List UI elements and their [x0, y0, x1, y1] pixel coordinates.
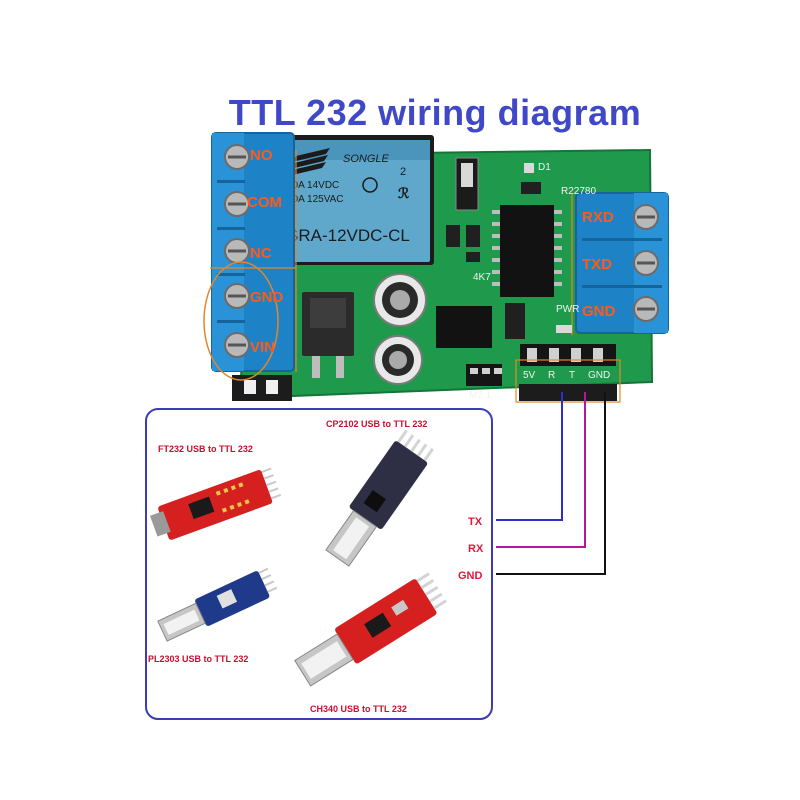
- relay-rating-2: 20A 125VAC: [287, 194, 344, 205]
- wire-tx: [496, 392, 563, 521]
- cp2102-caption: CP2102 USB to TTL 232: [326, 419, 427, 429]
- header-r: R: [548, 370, 555, 381]
- conn-label-tx: TX: [468, 516, 483, 528]
- terminal-divider: [582, 238, 662, 241]
- power-terminal-highlight: [203, 261, 279, 381]
- relay-hole-mark-icon: [362, 177, 378, 193]
- screw-icon: [633, 250, 659, 276]
- chip-pins: [492, 210, 562, 286]
- bottom-connector-pin: [244, 380, 256, 394]
- m2-header: [466, 364, 502, 386]
- smd-part: [521, 182, 541, 194]
- bottom-connector: [232, 375, 292, 401]
- pin-header: [520, 344, 616, 366]
- bottom-connector-pin: [266, 380, 278, 394]
- terminal-divider: [217, 180, 245, 183]
- dupont-housing: [519, 384, 617, 401]
- ft232-caption: FT232 USB to TTL 232: [158, 444, 253, 454]
- relay-brand: SONGLE: [343, 153, 390, 165]
- terminal-divider: [217, 320, 245, 323]
- pl2303-caption: PL2303 USB to TTL 232: [148, 654, 248, 664]
- right-terminal-block: [571, 192, 669, 335]
- relay: SONGLE 2 ℛ 20A 14VDC 20A 125VAC SRA-12VD…: [277, 135, 434, 265]
- terminal-label-gnd-right: GND: [582, 303, 616, 320]
- ul-mark-icon: ℛ: [398, 185, 410, 201]
- screw-icon: [224, 238, 250, 264]
- header-highlight: [515, 359, 621, 403]
- regulator-leg: [336, 356, 344, 378]
- screw-icon: [224, 332, 250, 358]
- terminal-divider: [582, 285, 662, 288]
- header-t: T: [569, 370, 575, 381]
- smd-part: [466, 252, 480, 262]
- pwr-led: [556, 325, 572, 333]
- screw-icon: [633, 296, 659, 322]
- ch340-adapter-icon: [294, 572, 447, 687]
- header-gnd: GND: [588, 370, 610, 381]
- regulator-leg: [312, 356, 320, 378]
- songle-logo-icon: [288, 148, 330, 176]
- conn-label-gnd: GND: [458, 570, 483, 582]
- pl2303-adapter-icon: [157, 567, 278, 642]
- screw-icon: [224, 191, 250, 217]
- terminal-label-txd: TXD: [582, 256, 612, 273]
- smd-part: [466, 225, 480, 247]
- smd-part: [505, 303, 525, 339]
- wire-rx: [496, 392, 586, 548]
- terminal-divider: [217, 227, 245, 230]
- ft232-adapter-icon: [149, 467, 282, 540]
- terminal-label-gnd: GND: [250, 289, 284, 306]
- ch340-caption: CH340 USB to TTL 232: [310, 704, 407, 714]
- diagram-title: TTL 232 wiring diagram: [228, 92, 642, 133]
- jumper-cap: [461, 163, 473, 187]
- wires: [496, 392, 606, 575]
- capacitor: [373, 273, 427, 327]
- silk-d1: D1: [538, 162, 551, 173]
- terminal-label-nc: NC: [250, 245, 272, 262]
- smd-part: [446, 225, 460, 247]
- board-components: D1 R22780 4K7 PWR: [302, 157, 621, 403]
- screw-icon: [224, 144, 250, 170]
- regulator-tab: [310, 298, 346, 328]
- terminal-label-com: COM: [247, 194, 282, 211]
- relay-model: SRA-12VDC-CL: [287, 226, 410, 245]
- screw-icon: [224, 283, 250, 309]
- led-d1: [524, 163, 534, 173]
- terminal-divider: [217, 273, 245, 276]
- terminal-label-no: NO: [250, 147, 273, 164]
- terminal-label-vin: VIN: [250, 339, 275, 356]
- silk-pwr: PWR: [556, 304, 579, 315]
- capacitor: [373, 335, 423, 385]
- header-5v: 5V: [523, 370, 536, 381]
- cp2102-adapter-icon: [325, 429, 434, 567]
- relay-pin-mark: 2: [400, 166, 406, 178]
- relay-rating-1: 20A 14VDC: [287, 180, 339, 191]
- relay-body: [281, 140, 430, 262]
- left-terminal-block: [203, 132, 297, 381]
- terminal-label-rxd: RXD: [582, 209, 614, 226]
- mcu-chip: [436, 306, 492, 348]
- silk-m2: M2 1: [469, 390, 492, 401]
- screw-icon: [633, 204, 659, 230]
- silk-part-no: R22780: [561, 186, 596, 197]
- wire-gnd: [496, 392, 606, 575]
- conn-label-rx: RX: [468, 543, 484, 555]
- silk-4k7: 4K7: [473, 272, 491, 283]
- rs232-chip: [500, 205, 554, 297]
